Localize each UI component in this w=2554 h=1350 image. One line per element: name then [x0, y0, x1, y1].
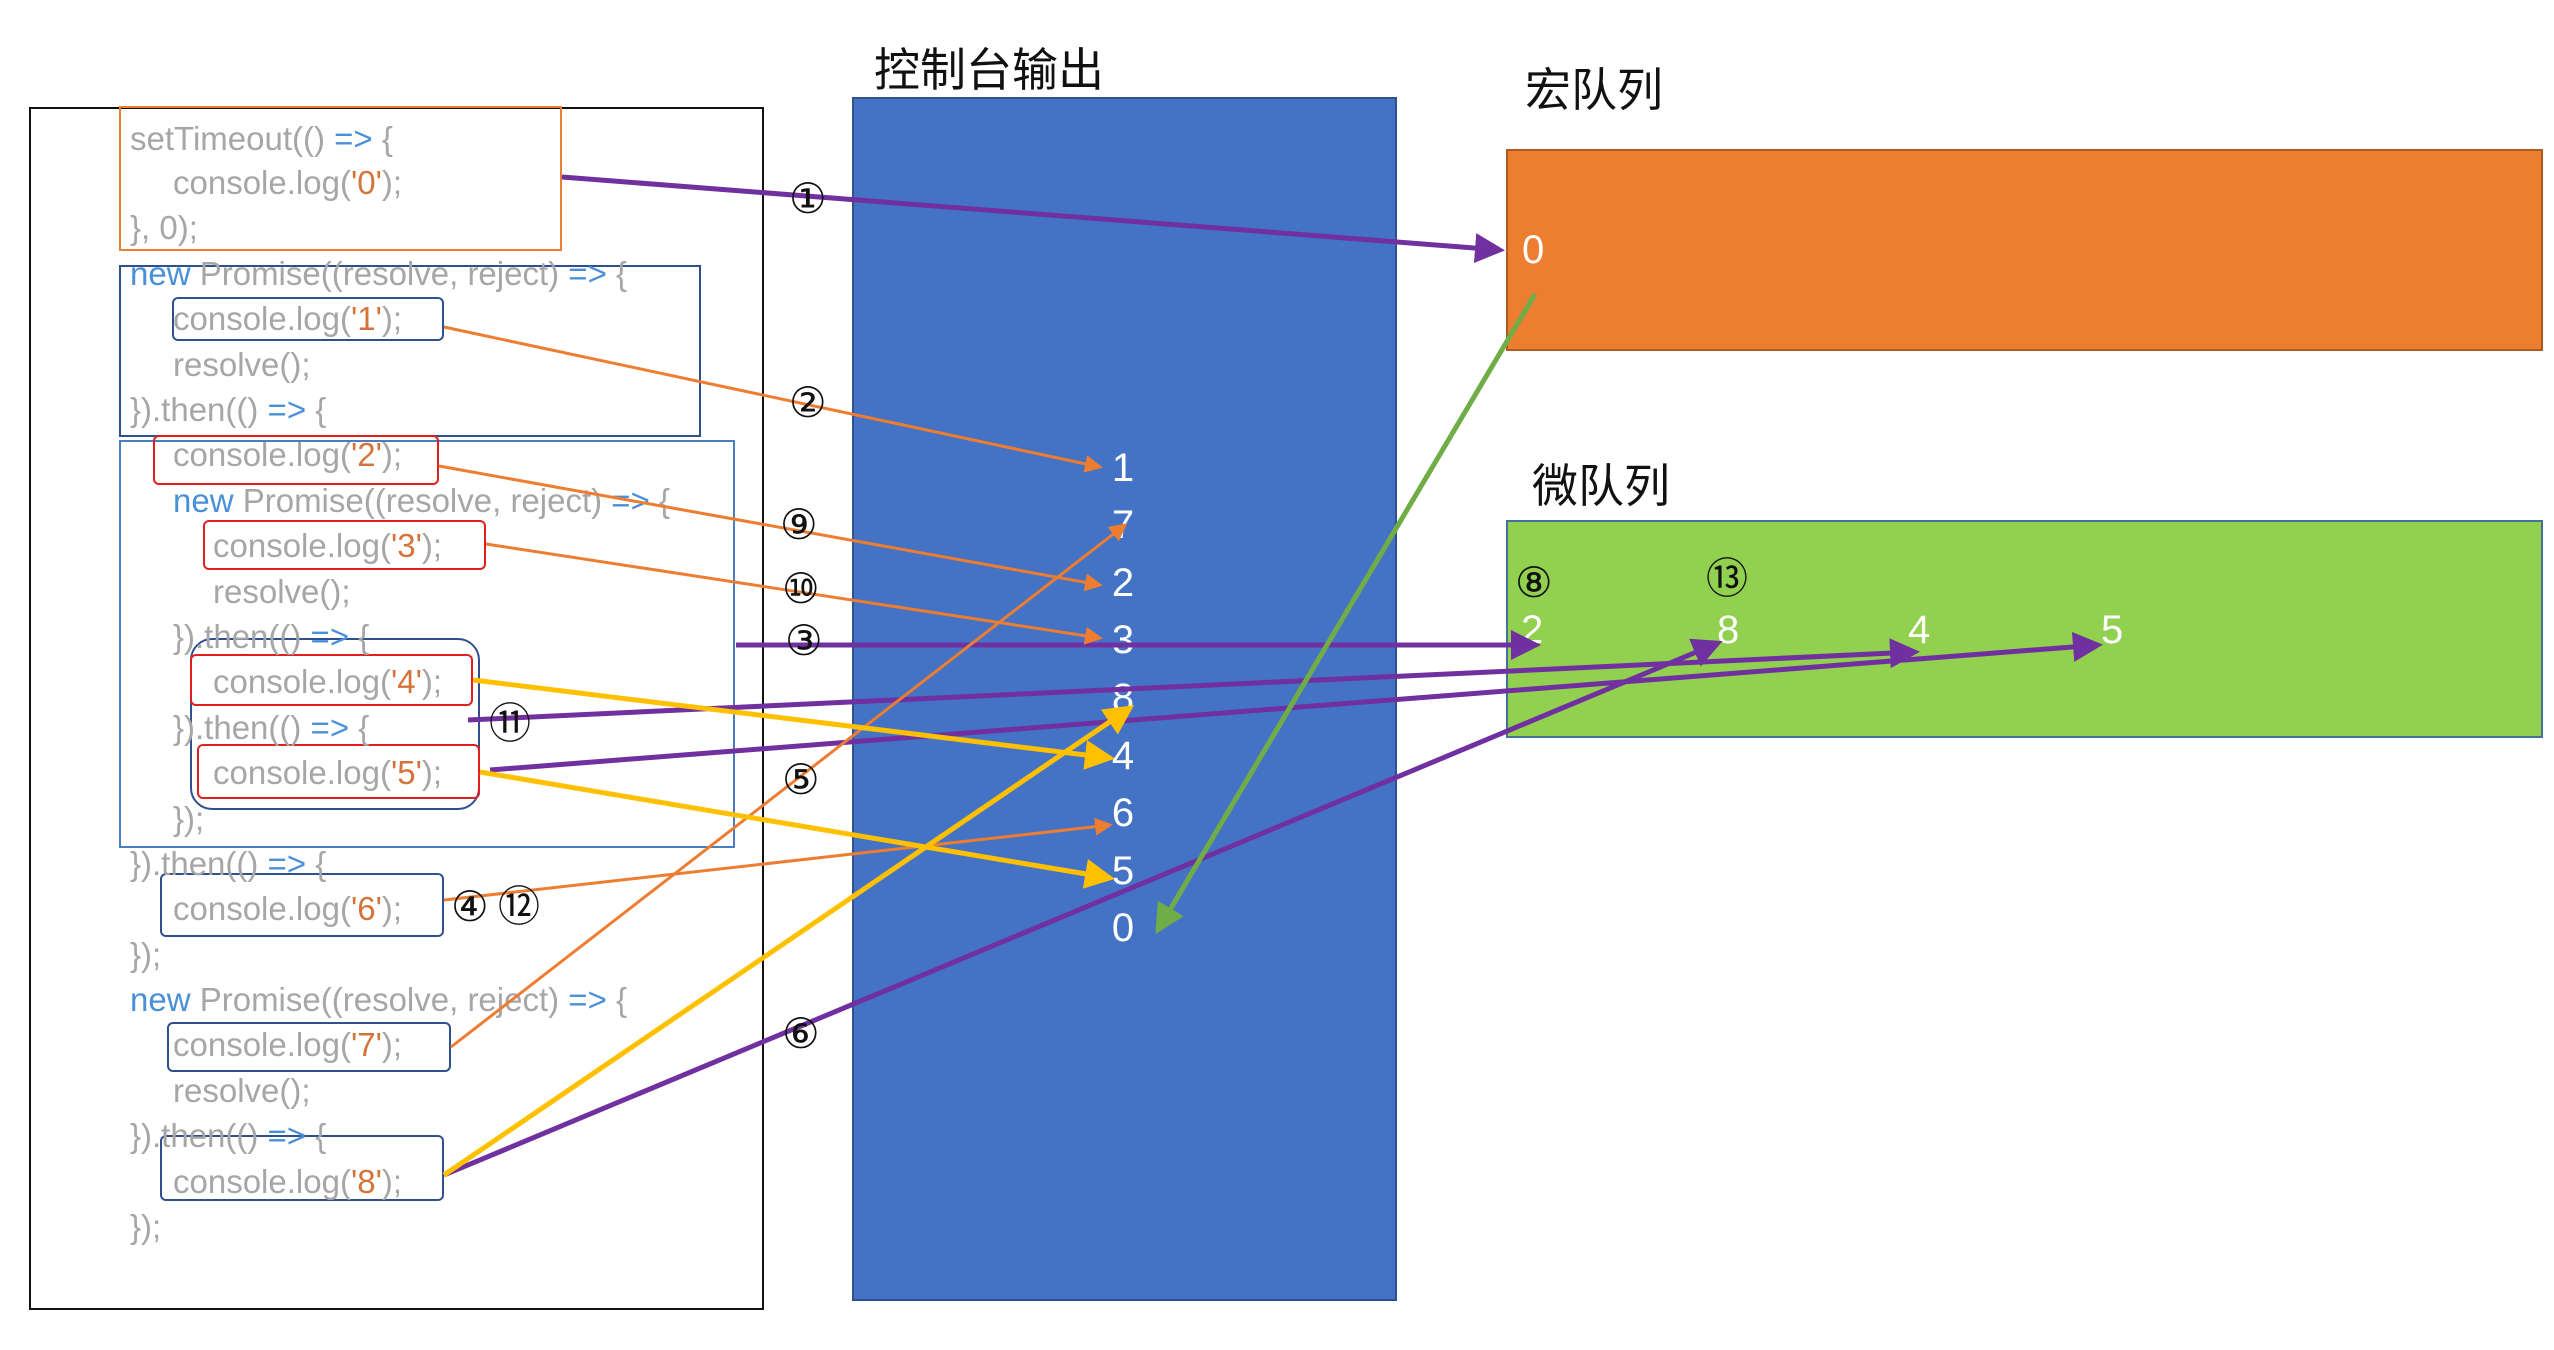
code-line-17: }).then(() => { — [130, 845, 327, 882]
console-output-item: 1 — [1111, 446, 1135, 490]
code-line-10: console.log('3'); — [213, 527, 443, 564]
code-line-7: }).then(() => { — [130, 391, 327, 428]
arrow-log4-to-console — [472, 677, 1115, 770]
log2-box — [153, 435, 439, 485]
code-line-25: }); — [130, 1208, 162, 1245]
step-marker-9: ⑨ — [780, 500, 818, 549]
arrow-log1-to-console — [443, 325, 1103, 473]
code-line-14: }).then(() => { — [173, 709, 370, 746]
code-line-4: new Promise((resolve, reject) => { — [130, 255, 628, 292]
console-output-item: 5 — [1111, 849, 1135, 893]
log4-box — [190, 654, 473, 706]
macro-queue-item: 0 — [1522, 228, 1545, 272]
code-line-1: setTimeout(() => { — [130, 120, 393, 157]
macro-queue-panel — [1506, 149, 2543, 351]
arrow-log5-to-console — [479, 769, 1115, 889]
code-line-12: }).then(() => { — [173, 618, 370, 655]
console-output-item: 0 — [1111, 906, 1135, 950]
code-line-3: }, 0); — [130, 209, 198, 246]
step-marker-8: ⑧ — [1515, 558, 1553, 607]
log1-box — [172, 297, 444, 341]
step-marker-2: ② — [789, 378, 827, 427]
code-line-16: }); — [173, 800, 205, 837]
macro-queue-title: 宏队列 — [1525, 63, 1663, 117]
arrow-log8-to-micro — [443, 638, 1723, 1178]
micro-queue-panel — [1506, 520, 2543, 738]
code-line-11: resolve(); — [213, 573, 351, 610]
micro-queue-title: 微队列 — [1532, 459, 1670, 513]
console-output-item: 3 — [1111, 618, 1135, 662]
step-marker-6: ⑥ — [782, 1009, 820, 1058]
console-output-item: 6 — [1111, 791, 1135, 835]
arrow-then-to-micro-4 — [467, 638, 1920, 723]
console-output-item: 4 — [1111, 734, 1135, 778]
log3-box — [203, 520, 486, 570]
log5-box — [197, 744, 480, 799]
step-marker-3: ③ — [785, 616, 823, 665]
arrow-log6-to-console — [443, 817, 1113, 902]
then1-box — [119, 440, 735, 848]
then-inner-box — [190, 638, 480, 810]
step-marker-4: ④ — [451, 882, 489, 931]
code-line-22: resolve(); — [173, 1072, 311, 1109]
step-marker-12: ⑫ — [498, 882, 541, 931]
code-line-5: console.log('1'); — [173, 300, 403, 337]
step-marker-1: ① — [789, 174, 827, 223]
code-line-15: console.log('5'); — [213, 754, 443, 791]
settimeout-box — [119, 106, 562, 251]
log7-box — [167, 1022, 451, 1072]
log8-box — [160, 1135, 444, 1201]
code-line-21: console.log('7'); — [173, 1026, 403, 1063]
step-marker-10: ⑩ — [782, 564, 820, 613]
code-line-19: }); — [130, 936, 162, 973]
arrow-macro-to-console — [1155, 292, 1538, 935]
console-title: 控制台输出 — [874, 43, 1104, 97]
step-marker-13: ⑬ — [1706, 554, 1749, 603]
code-line-23: }).then(() => { — [130, 1117, 327, 1154]
step-marker-5: ⑤ — [782, 755, 820, 804]
arrow-settimeout-to-macro — [561, 174, 1505, 264]
log6-box — [160, 873, 444, 937]
code-line-18: console.log('6'); — [173, 890, 403, 927]
arrow-log7-to-console — [450, 523, 1128, 1049]
code-line-24: console.log('8'); — [173, 1163, 403, 1200]
code-line-2: console.log('0'); — [173, 164, 403, 201]
arrow-then-to-micro-5 — [489, 631, 2103, 773]
step-marker-11: ⑪ — [489, 699, 532, 748]
code-line-8: console.log('2'); — [173, 436, 403, 473]
arrow-log2-to-console — [438, 464, 1103, 592]
micro-queue-item: 5 — [2101, 608, 2124, 652]
console-output-item: 2 — [1111, 561, 1135, 605]
code-line-6: resolve(); — [173, 346, 311, 383]
code-line-13: console.log('4'); — [213, 663, 443, 700]
arrow-log8-to-console — [442, 705, 1135, 1178]
